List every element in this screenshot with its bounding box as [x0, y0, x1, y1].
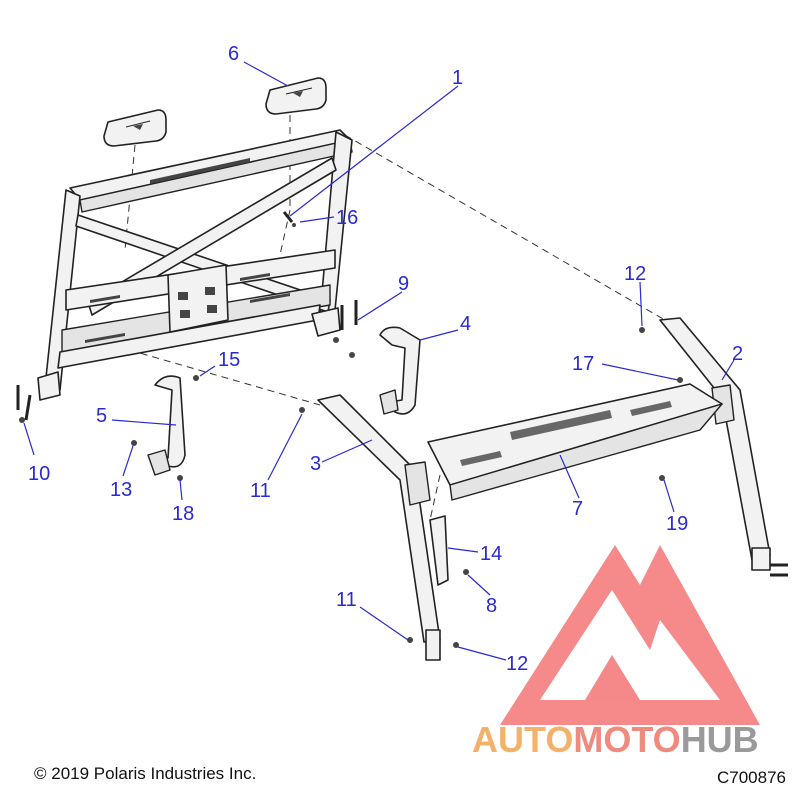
- bracket-14: [429, 515, 469, 586]
- watermark-auto: AUTO: [472, 719, 573, 760]
- headrest-right: [265, 77, 327, 115]
- watermark-hub: HUB: [681, 719, 759, 760]
- callout-9: 9: [398, 273, 409, 295]
- callout-16: 16: [336, 207, 358, 229]
- roll-bar-3: [317, 394, 441, 661]
- callout-8: 8: [486, 595, 497, 617]
- bolts-10: [16, 385, 32, 423]
- callout-4: 4: [460, 313, 471, 335]
- fastener-16: [282, 211, 296, 227]
- callout-1: 1: [452, 67, 463, 89]
- callout-14: 14: [480, 543, 502, 565]
- callout-19: 19: [666, 513, 688, 535]
- callout-5: 5: [96, 405, 107, 427]
- callout-11-lower: 11: [336, 589, 357, 611]
- callout-10: 10: [28, 463, 50, 485]
- callout-2: 2: [732, 343, 743, 365]
- callout-11-upper: 11: [250, 480, 271, 502]
- callout-12-lower: 12: [506, 653, 528, 675]
- callout-18: 18: [172, 503, 194, 525]
- grab-handle-5: [147, 375, 186, 476]
- rear-frame: [37, 129, 353, 401]
- hardware: [131, 327, 788, 648]
- callout-12: 12: [624, 263, 646, 285]
- roll-bar-2: [659, 317, 771, 571]
- copyright-text: © 2019 Polaris Industries Inc.: [34, 764, 257, 783]
- callout-labels: 6 1 16 9 4 12 2 17 15 5 3 7 11 10 13 18 …: [28, 43, 743, 675]
- bolts-9: [333, 300, 358, 358]
- callout-13: 13: [110, 479, 132, 501]
- grab-handle-4: [379, 326, 421, 415]
- document-code: C700876: [716, 768, 786, 787]
- rear-panel-7: [427, 383, 723, 501]
- callout-7: 7: [572, 498, 583, 520]
- callout-15: 15: [218, 349, 240, 371]
- callout-3: 3: [310, 453, 321, 475]
- callout-6: 6: [228, 43, 239, 65]
- leader-lines: [23, 61, 735, 661]
- automotohub-logo: [500, 545, 760, 725]
- headrest-left: [103, 109, 167, 147]
- watermark-moto: MOTO: [573, 719, 680, 760]
- callout-17: 17: [572, 353, 594, 375]
- watermark-text: AUTOMOTOHUB: [472, 719, 759, 760]
